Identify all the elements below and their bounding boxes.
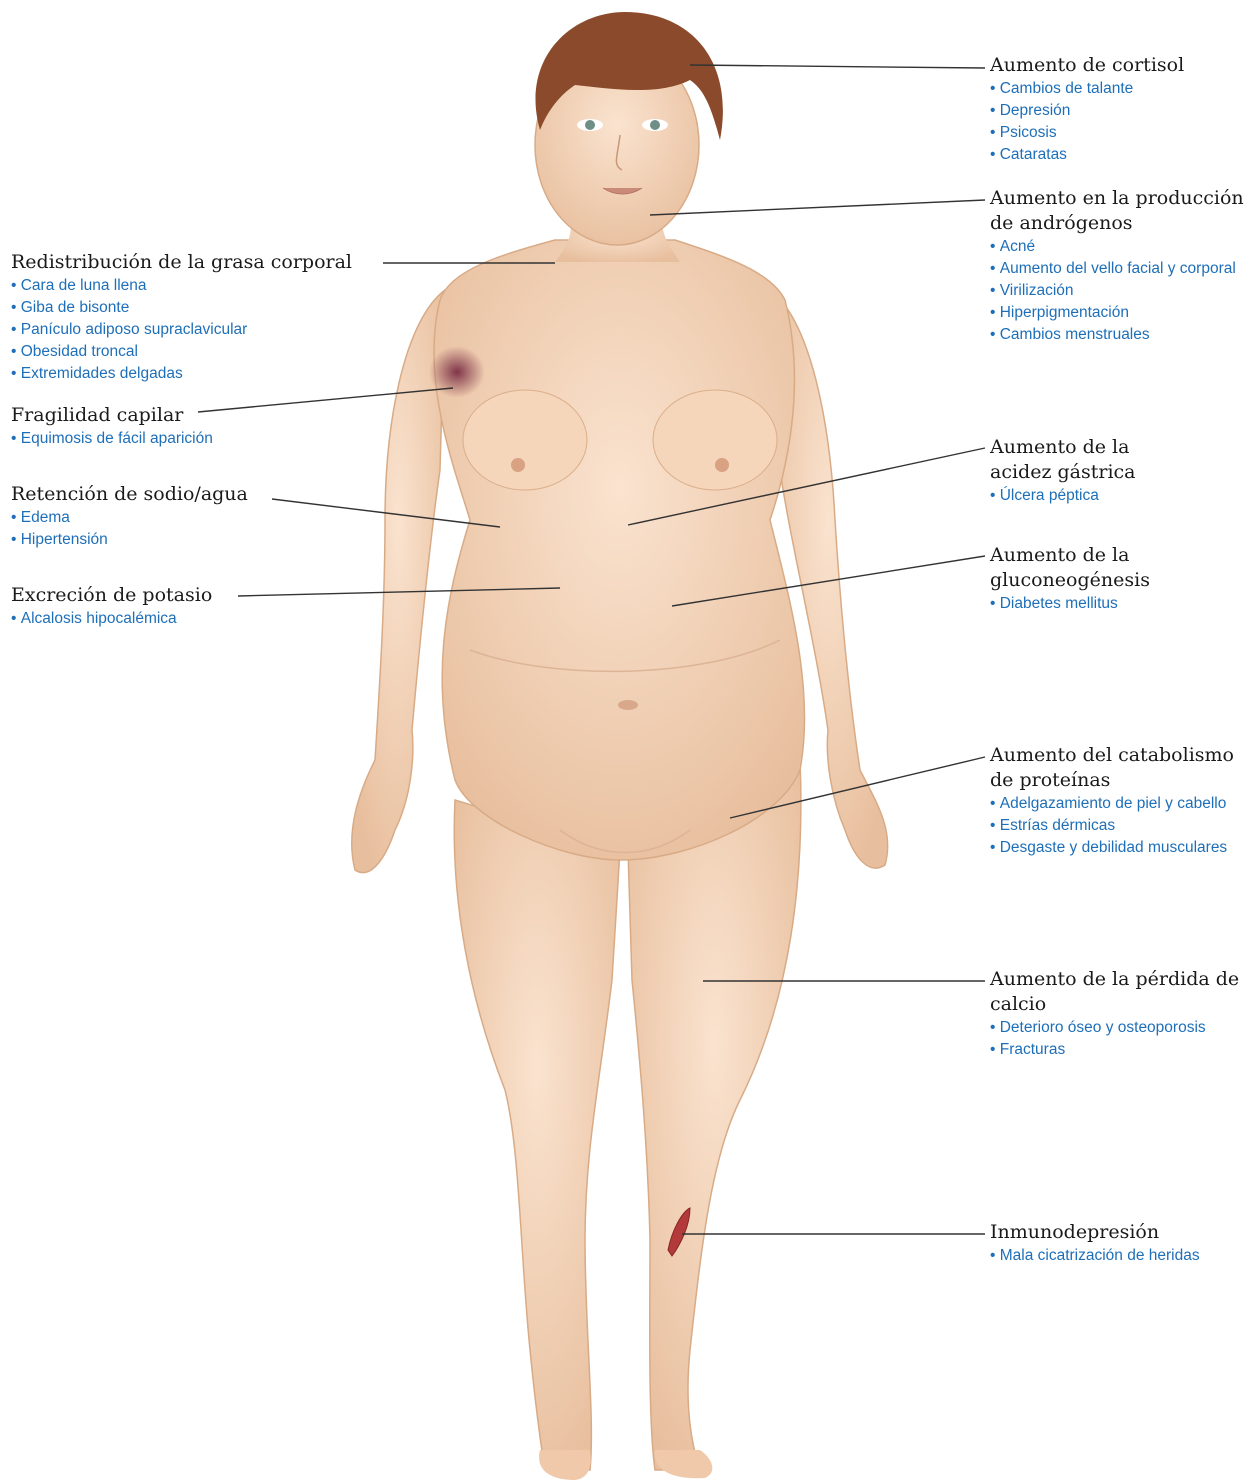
list-item: Diabetes mellitus [990, 593, 1170, 615]
list-item: Cara de luna llena [11, 275, 352, 297]
list-item: Alcalosis hipocalémica [11, 608, 212, 630]
callout-list: Cara de luna llena Giba de bisonte Paníc… [11, 275, 352, 385]
callout-cortisol: Aumento de cortisol Cambios de talante D… [990, 53, 1252, 166]
callout-list: Cambios de talante Depresión Psicosis Ca… [990, 78, 1252, 166]
list-item: Obesidad troncal [11, 341, 352, 363]
callout-title: Excreción de potasio [11, 583, 212, 608]
callout-immunosuppression: Inmunodepresión Mala cicatrización de he… [990, 1220, 1240, 1267]
callout-sodium-water-retention: Retención de sodio/agua Edema Hipertensi… [11, 482, 248, 551]
callout-title: Redistribución de la grasa corporal [11, 250, 352, 275]
callout-title: Aumento de la gluconeogénesis [990, 543, 1170, 593]
callout-list: Úlcera péptica [990, 485, 1170, 507]
list-item: Estrías dérmicas [990, 815, 1252, 837]
callout-list: Deterioro óseo y osteoporosis Fracturas [990, 1017, 1240, 1061]
list-item: Hipertensión [11, 529, 248, 551]
list-item: Úlcera péptica [990, 485, 1170, 507]
list-item: Desgaste y debilidad musculares [990, 837, 1252, 859]
callout-androgens: Aumento en la producción de andrógenos A… [990, 186, 1252, 346]
callout-list: Diabetes mellitus [990, 593, 1170, 615]
list-item: Cambios de talante [990, 78, 1252, 100]
list-item: Deterioro óseo y osteoporosis [990, 1017, 1240, 1039]
right-breast [653, 390, 777, 490]
callout-list: Acné Aumento del vello facial y corporal… [990, 236, 1252, 346]
list-item: Virilización [990, 280, 1252, 302]
right-leg [628, 760, 801, 1470]
callout-potassium-excretion: Excreción de potasio Alcalosis hipocalém… [11, 583, 212, 630]
callout-title: Aumento en la producción de andrógenos [990, 186, 1252, 236]
left-breast [463, 390, 587, 490]
callout-list: Edema Hipertensión [11, 507, 248, 551]
list-item: Acné [990, 236, 1252, 258]
list-item: Cambios menstruales [990, 324, 1252, 346]
navel [618, 700, 638, 710]
callout-protein-catabolism: Aumento del catabolismo de proteínas Ade… [990, 743, 1252, 859]
callout-capillary-fragility: Fragilidad capilar Equimosis de fácil ap… [11, 403, 213, 450]
callout-list: Adelgazamiento de piel y cabello Estrías… [990, 793, 1252, 859]
left-leg [454, 800, 620, 1470]
callout-title: Aumento de la pérdida de calcio [990, 967, 1240, 1017]
list-item: Hiperpigmentación [990, 302, 1252, 324]
list-item: Edema [11, 507, 248, 529]
callout-fat-redistribution: Redistribución de la grasa corporal Cara… [11, 250, 352, 385]
list-item: Cataratas [990, 144, 1252, 166]
callout-list: Alcalosis hipocalémica [11, 608, 212, 630]
callout-list: Mala cicatrización de heridas [990, 1245, 1240, 1267]
callout-calcium-loss: Aumento de la pérdida de calcio Deterior… [990, 967, 1240, 1061]
list-item: Extremidades delgadas [11, 363, 352, 385]
callout-gluconeogenesis: Aumento de la gluconeogénesis Diabetes m… [990, 543, 1170, 615]
list-item: Giba de bisonte [11, 297, 352, 319]
callout-list: Equimosis de fácil aparición [11, 428, 213, 450]
list-item: Psicosis [990, 122, 1252, 144]
list-item: Adelgazamiento de piel y cabello [990, 793, 1252, 815]
callout-gastric-acidity: Aumento de la acidez gástrica Úlcera pép… [990, 435, 1170, 507]
bruise-mark [429, 346, 485, 398]
torso [434, 240, 805, 860]
callout-title: Aumento del catabolismo de proteínas [990, 743, 1252, 793]
list-item: Fracturas [990, 1039, 1240, 1061]
list-item: Equimosis de fácil aparición [11, 428, 213, 450]
callout-title: Inmunodepresión [990, 1220, 1240, 1245]
list-item: Mala cicatrización de heridas [990, 1245, 1240, 1267]
callout-title: Retención de sodio/agua [11, 482, 248, 507]
list-item: Aumento del vello facial y corporal [990, 258, 1252, 280]
list-item: Depresión [990, 100, 1252, 122]
callout-title: Fragilidad capilar [11, 403, 213, 428]
callout-title: Aumento de la acidez gástrica [990, 435, 1170, 485]
callout-title: Aumento de cortisol [990, 53, 1252, 78]
list-item: Panículo adiposo supraclavicular [11, 319, 352, 341]
